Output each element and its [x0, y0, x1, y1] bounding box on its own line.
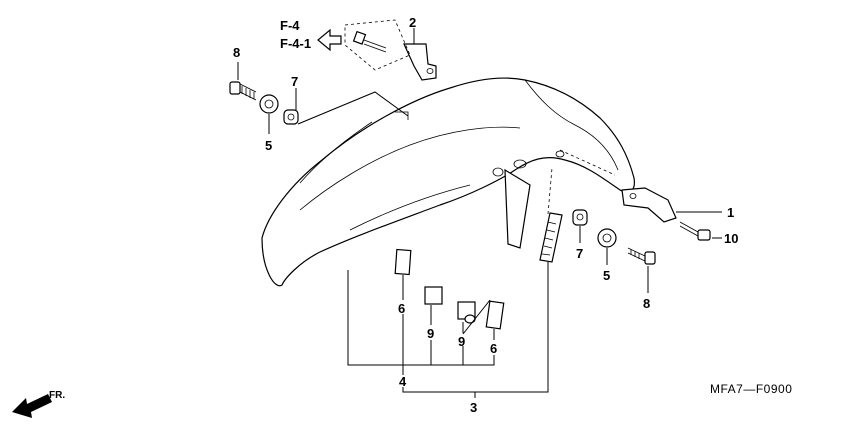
- reference-label-f4-1: F-4-1: [280, 36, 311, 51]
- callout-9-left: 9: [427, 326, 434, 341]
- part-grommet-7-upper: [283, 109, 299, 125]
- callout-4: 4: [399, 374, 407, 389]
- part-clamp-1: [621, 187, 677, 223]
- front-direction-indicator: FR.: [12, 390, 65, 418]
- part-stay-2: [403, 43, 437, 81]
- part-pad-6-left: [394, 248, 412, 276]
- callout-8-lower: 8: [643, 296, 650, 311]
- part-emblem: [539, 212, 563, 263]
- callout-9-right: 9: [458, 334, 465, 349]
- part-pad-6-right: [485, 300, 505, 330]
- callout-10: 10: [724, 231, 738, 246]
- callout-3: 3: [470, 400, 477, 415]
- callout-1: 1: [727, 205, 734, 220]
- callout-5-upper: 5: [265, 138, 272, 153]
- front-fender: [261, 77, 635, 287]
- callout-8-upper: 8: [233, 45, 240, 60]
- part-bolt-10: [679, 221, 711, 241]
- callouts: 8 5 7 2 1 10 7 5 8 6 9 9 6 4 3: [233, 15, 738, 415]
- callout-2: 2: [409, 15, 416, 30]
- front-direction-label: FR.: [49, 390, 65, 401]
- reference-arrow-icon: [317, 28, 342, 52]
- part-collar-5-upper: [259, 94, 279, 114]
- callout-6-left: 6: [398, 301, 405, 316]
- front-arrow-icon: [12, 394, 52, 418]
- leader-lines: [237, 28, 722, 398]
- diagram-code: MFA7—F0900: [710, 382, 792, 396]
- part-collar-5-lower: [597, 228, 617, 248]
- part-bolt-8-upper: [229, 81, 257, 101]
- callout-5-lower: 5: [603, 268, 610, 283]
- callout-7-upper: 7: [291, 74, 298, 89]
- bolt-reference-box: [344, 19, 411, 71]
- callout-6-right: 6: [490, 341, 497, 356]
- part-clip-9-left: [424, 286, 443, 305]
- part-grommet-7-lower: [572, 209, 588, 226]
- part-bolt-8-lower: [627, 247, 656, 265]
- part-clip-9-right: [457, 301, 476, 324]
- callout-7-lower: 7: [576, 246, 583, 261]
- reference-label-f4: F-4: [280, 18, 300, 33]
